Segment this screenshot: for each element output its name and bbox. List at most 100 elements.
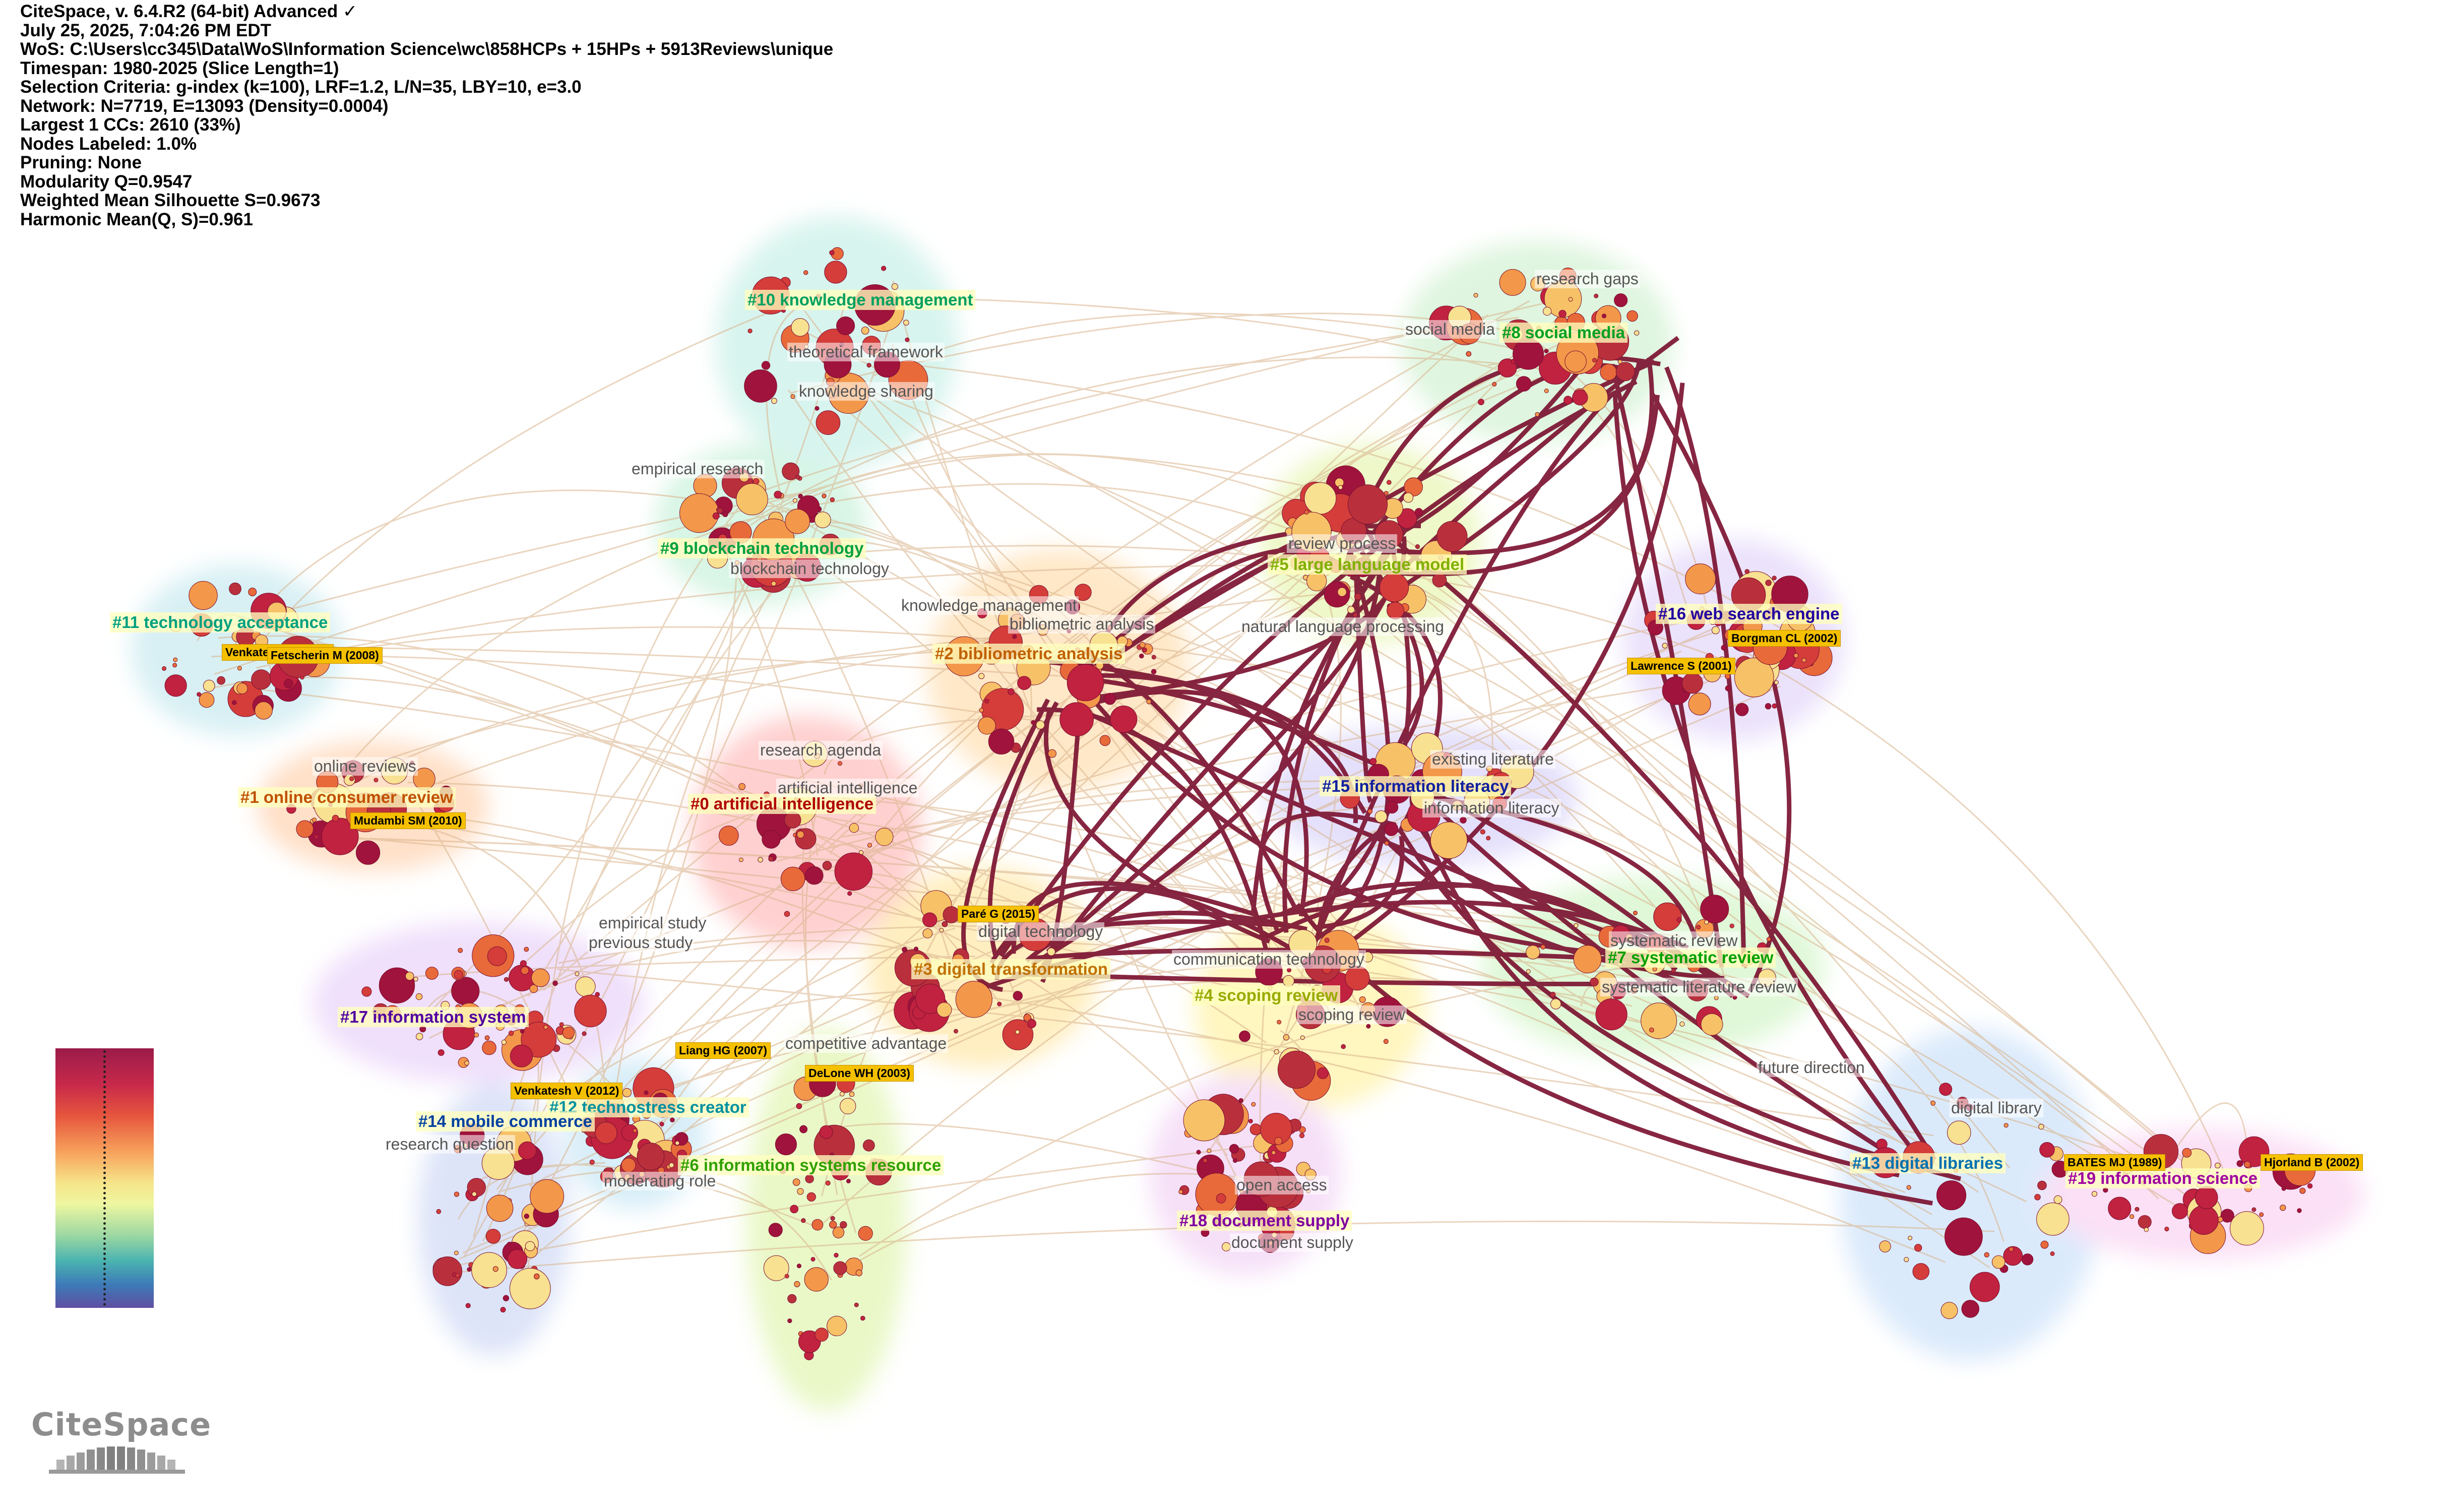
citation-node	[1991, 1255, 2006, 1269]
cluster-label-3[interactable]: #3 digital transformation	[911, 959, 1111, 979]
info-line-network: Network: N=7719, E=13093 (Density=0.0004…	[20, 96, 389, 116]
citation-node	[784, 911, 790, 917]
citation-node	[1914, 1244, 1922, 1252]
link-line	[750, 505, 1093, 619]
citation-node	[530, 1179, 565, 1214]
cluster-label-7[interactable]: #7 systematic review	[1605, 948, 1776, 968]
cluster-label-0[interactable]: #0 artificial intelligence	[688, 794, 877, 814]
citation-node	[838, 761, 842, 766]
citation-node	[232, 700, 237, 705]
term-label: knowledge management	[900, 596, 1079, 615]
citation-node	[1558, 309, 1567, 318]
cluster-label-17[interactable]: #17 information system	[338, 1007, 529, 1027]
burst-link	[1406, 780, 1900, 1178]
link-line	[458, 1141, 1291, 1266]
cluster-label-16[interactable]: #16 web search engine	[1656, 604, 1842, 624]
citation-node	[508, 1030, 514, 1036]
cluster-label-19[interactable]: #19 information science	[2066, 1168, 2260, 1188]
ref-label[interactable]: Fetscherin M (2008)	[267, 647, 383, 664]
citation-node	[860, 1315, 865, 1321]
citation-node	[524, 947, 529, 952]
citation-node	[217, 676, 226, 685]
cluster-label-18[interactable]: #18 document supply	[1177, 1211, 1352, 1231]
citation-node	[1526, 969, 1531, 974]
info-line-modularity: Modularity Q=0.9547	[20, 171, 193, 192]
citation-node	[834, 852, 873, 891]
citation-node	[1614, 293, 1628, 307]
cluster-label-5[interactable]: #5 large language model	[1268, 554, 1467, 575]
term-label: existing literature	[1430, 750, 1555, 769]
citation-node	[795, 475, 800, 480]
info-line-largest-cc: Largest 1 CCs: 2610 (33%)	[20, 115, 241, 135]
citation-node	[1151, 669, 1157, 674]
ref-label[interactable]: Lawrence S (2001)	[1627, 658, 1735, 674]
ref-label[interactable]: Venkatesh V (2012)	[511, 1083, 623, 1099]
citation-node	[810, 1257, 816, 1262]
citation-node	[467, 1267, 472, 1272]
ref-label[interactable]: Borgman CL (2002)	[1728, 630, 1841, 647]
cluster-label-1[interactable]: #1 online consumer review	[238, 787, 456, 807]
citation-node	[939, 928, 944, 933]
citation-node	[1271, 1150, 1276, 1155]
citation-node	[622, 1088, 632, 1097]
citation-node	[296, 820, 314, 838]
cluster-label-6[interactable]: #6 information systems resource	[678, 1155, 944, 1175]
citation-node	[2130, 1214, 2135, 1219]
citation-node	[846, 1178, 851, 1183]
citation-node	[744, 369, 777, 403]
cluster-label-13[interactable]: #13 digital libraries	[1850, 1153, 2006, 1173]
cluster-label-14[interactable]: #14 mobile commerce	[416, 1111, 595, 1131]
ref-label[interactable]: Liang HG (2007)	[675, 1042, 771, 1059]
citation-node	[1384, 822, 1399, 836]
citation-node	[804, 1267, 829, 1292]
citation-node	[1734, 657, 1774, 698]
citation-node	[1633, 910, 1638, 915]
citation-node	[484, 1035, 490, 1041]
citation-node	[1793, 653, 1799, 658]
citation-node	[1725, 685, 1731, 691]
ref-label[interactable]: Hjorland B (2002)	[2261, 1154, 2363, 1171]
ref-label[interactable]: BATES MJ (1989)	[2064, 1154, 2166, 1171]
citation-node	[1947, 1120, 1971, 1145]
citation-node	[1415, 544, 1420, 549]
citation-node	[822, 861, 832, 870]
citation-node	[1653, 902, 1682, 931]
cluster-label-9[interactable]: #9 blockchain technology	[658, 538, 866, 558]
burst-link	[1610, 363, 1724, 968]
cluster-label-8[interactable]: #8 social media	[1499, 323, 1628, 343]
ref-label[interactable]: Paré G (2015)	[958, 906, 1039, 922]
citation-node	[197, 692, 202, 697]
term-label: digital technology	[977, 922, 1105, 941]
burst-link	[1258, 811, 1397, 935]
citation-node	[1139, 653, 1144, 659]
cluster-label-2[interactable]: #2 bibliometric analysis	[932, 644, 1125, 664]
citation-node	[2299, 1187, 2306, 1194]
citation-node	[485, 1229, 501, 1244]
citation-node	[814, 512, 831, 528]
citation-node	[1229, 1144, 1239, 1154]
cluster-label-10[interactable]: #10 knowledge management	[745, 290, 976, 310]
link-line	[242, 686, 2027, 1203]
cluster-label-4[interactable]: #4 scoping review	[1192, 985, 1341, 1005]
citation-node	[675, 1141, 680, 1146]
citation-node	[1283, 1034, 1290, 1041]
citation-node	[914, 947, 918, 952]
citation-node	[1513, 338, 1544, 370]
ref-label[interactable]: Mudambi SM (2010)	[350, 812, 466, 829]
citation-node	[791, 318, 809, 337]
citation-node	[822, 493, 827, 498]
citation-node	[1595, 998, 1628, 1031]
citation-node	[805, 1174, 814, 1183]
citation-node	[1287, 968, 1292, 973]
citation-node	[500, 1307, 506, 1313]
citation-node	[172, 663, 177, 668]
citation-node	[510, 1044, 533, 1067]
citation-node	[1600, 363, 1617, 381]
citation-node	[349, 776, 354, 781]
citation-node	[471, 1252, 507, 1288]
ref-label[interactable]: DeLone WH (2003)	[805, 1065, 914, 1082]
cluster-label-15[interactable]: #15 information literacy	[1320, 776, 1512, 796]
citation-node	[738, 783, 745, 790]
cluster-label-11[interactable]: #11 technology acceptance	[110, 612, 331, 633]
legend-marker-line	[103, 1050, 106, 1306]
